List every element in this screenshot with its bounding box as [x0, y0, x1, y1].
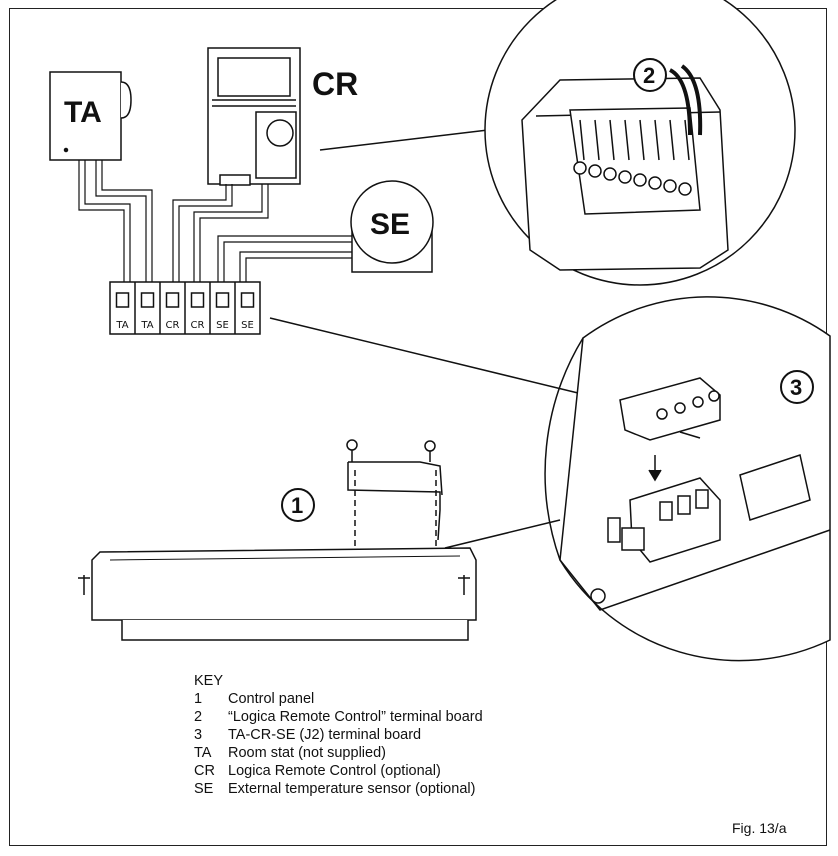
terminal-label: SE [216, 320, 229, 331]
key-text: Logica Remote Control (optional) [228, 763, 441, 779]
terminal-slot [115, 292, 130, 308]
terminal-screw [588, 164, 602, 178]
key-row: SE External temperature sensor (optional) [194, 780, 483, 798]
pointer-line-1 [444, 519, 561, 549]
terminal-label: CR [166, 320, 180, 331]
terminal-screw [678, 182, 692, 196]
key-code: TA [194, 745, 212, 761]
terminal-label: TA [115, 320, 128, 331]
key-text: TA-CR-SE (J2) terminal board [228, 727, 422, 743]
wires [78, 160, 352, 284]
terminal-slot [190, 292, 205, 308]
se-label: SE [370, 208, 410, 241]
terminal-label: SE [241, 320, 254, 331]
key-row: CR Logica Remote Control (optional) [194, 762, 483, 780]
control-panel: 1 [78, 439, 477, 641]
callout-1: 1 [291, 493, 303, 518]
terminal-screw [663, 179, 677, 193]
key-text: Room stat (not supplied) [228, 745, 386, 761]
terminal-slot [240, 292, 255, 308]
terminal-label: CR [191, 320, 205, 331]
detail-circle-2: 2 [484, 0, 796, 286]
terminal-screw [573, 161, 587, 175]
key-text: “Logica Remote Control” terminal board [228, 709, 483, 725]
key-row: TA Room stat (not supplied) [194, 744, 483, 762]
terminal-screw [633, 173, 647, 187]
ta-label: TA [64, 96, 102, 129]
pointer-line-3 [269, 317, 579, 394]
callout-3: 3 [790, 375, 802, 400]
terminal-strip: TA TA CR CR SE SE [109, 281, 261, 335]
key-code: 1 [194, 691, 203, 707]
terminal-screw [648, 176, 662, 190]
key-row: 2 “Logica Remote Control” terminal board [194, 708, 483, 726]
terminal-slot [140, 292, 155, 308]
terminal-label: TA [140, 320, 153, 331]
key-row: 3 TA-CR-SE (J2) terminal board [194, 726, 483, 744]
terminal-slot [215, 292, 230, 308]
external-sensor: SE [350, 180, 434, 273]
terminal-screw [618, 170, 632, 184]
key-title: KEY [194, 673, 224, 689]
key-row: 1 Control panel [194, 690, 483, 708]
key-code: SE [194, 781, 214, 797]
key-code: 3 [194, 727, 203, 743]
key-text: External temperature sensor (optional) [228, 781, 476, 797]
key-code: CR [194, 763, 215, 779]
key-text: Control panel [228, 691, 315, 707]
callout-2: 2 [643, 63, 655, 88]
pointer-line-2 [319, 129, 489, 151]
key-legend: KEY 1 Control panel 2 “Logica Remote Contro… [194, 672, 483, 798]
cr-label: CR [312, 66, 358, 102]
remote-control-unit: CR [207, 47, 358, 186]
terminal-slot [165, 292, 180, 308]
room-thermostat: TA [49, 71, 132, 161]
detail-circle-3: 3 [544, 296, 831, 662]
figure-label: Fig. 13/a [732, 820, 787, 836]
key-code: 2 [194, 709, 203, 725]
terminal-screw [603, 167, 617, 181]
